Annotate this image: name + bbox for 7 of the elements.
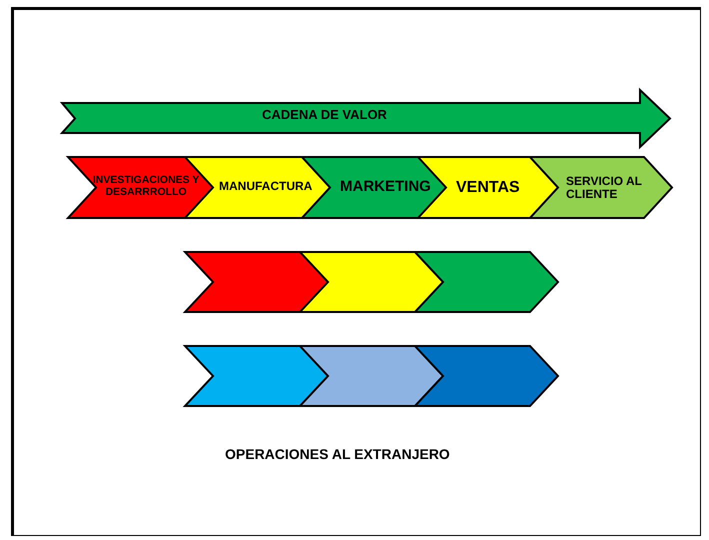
stage-label: INVESTIGACIONES Y DESARRROLLO bbox=[92, 175, 200, 198]
arrow-title: CADENA DE VALOR bbox=[262, 108, 387, 122]
stage-label: SERVICIO AL CLIENTE bbox=[566, 175, 643, 202]
stage-label: VENTAS bbox=[456, 179, 520, 197]
section-caption: OPERACIONES AL EXTRANJERO bbox=[225, 446, 450, 462]
stage-label: MARKETING bbox=[340, 179, 431, 196]
stage-label: MANUFACTURA bbox=[219, 180, 312, 194]
